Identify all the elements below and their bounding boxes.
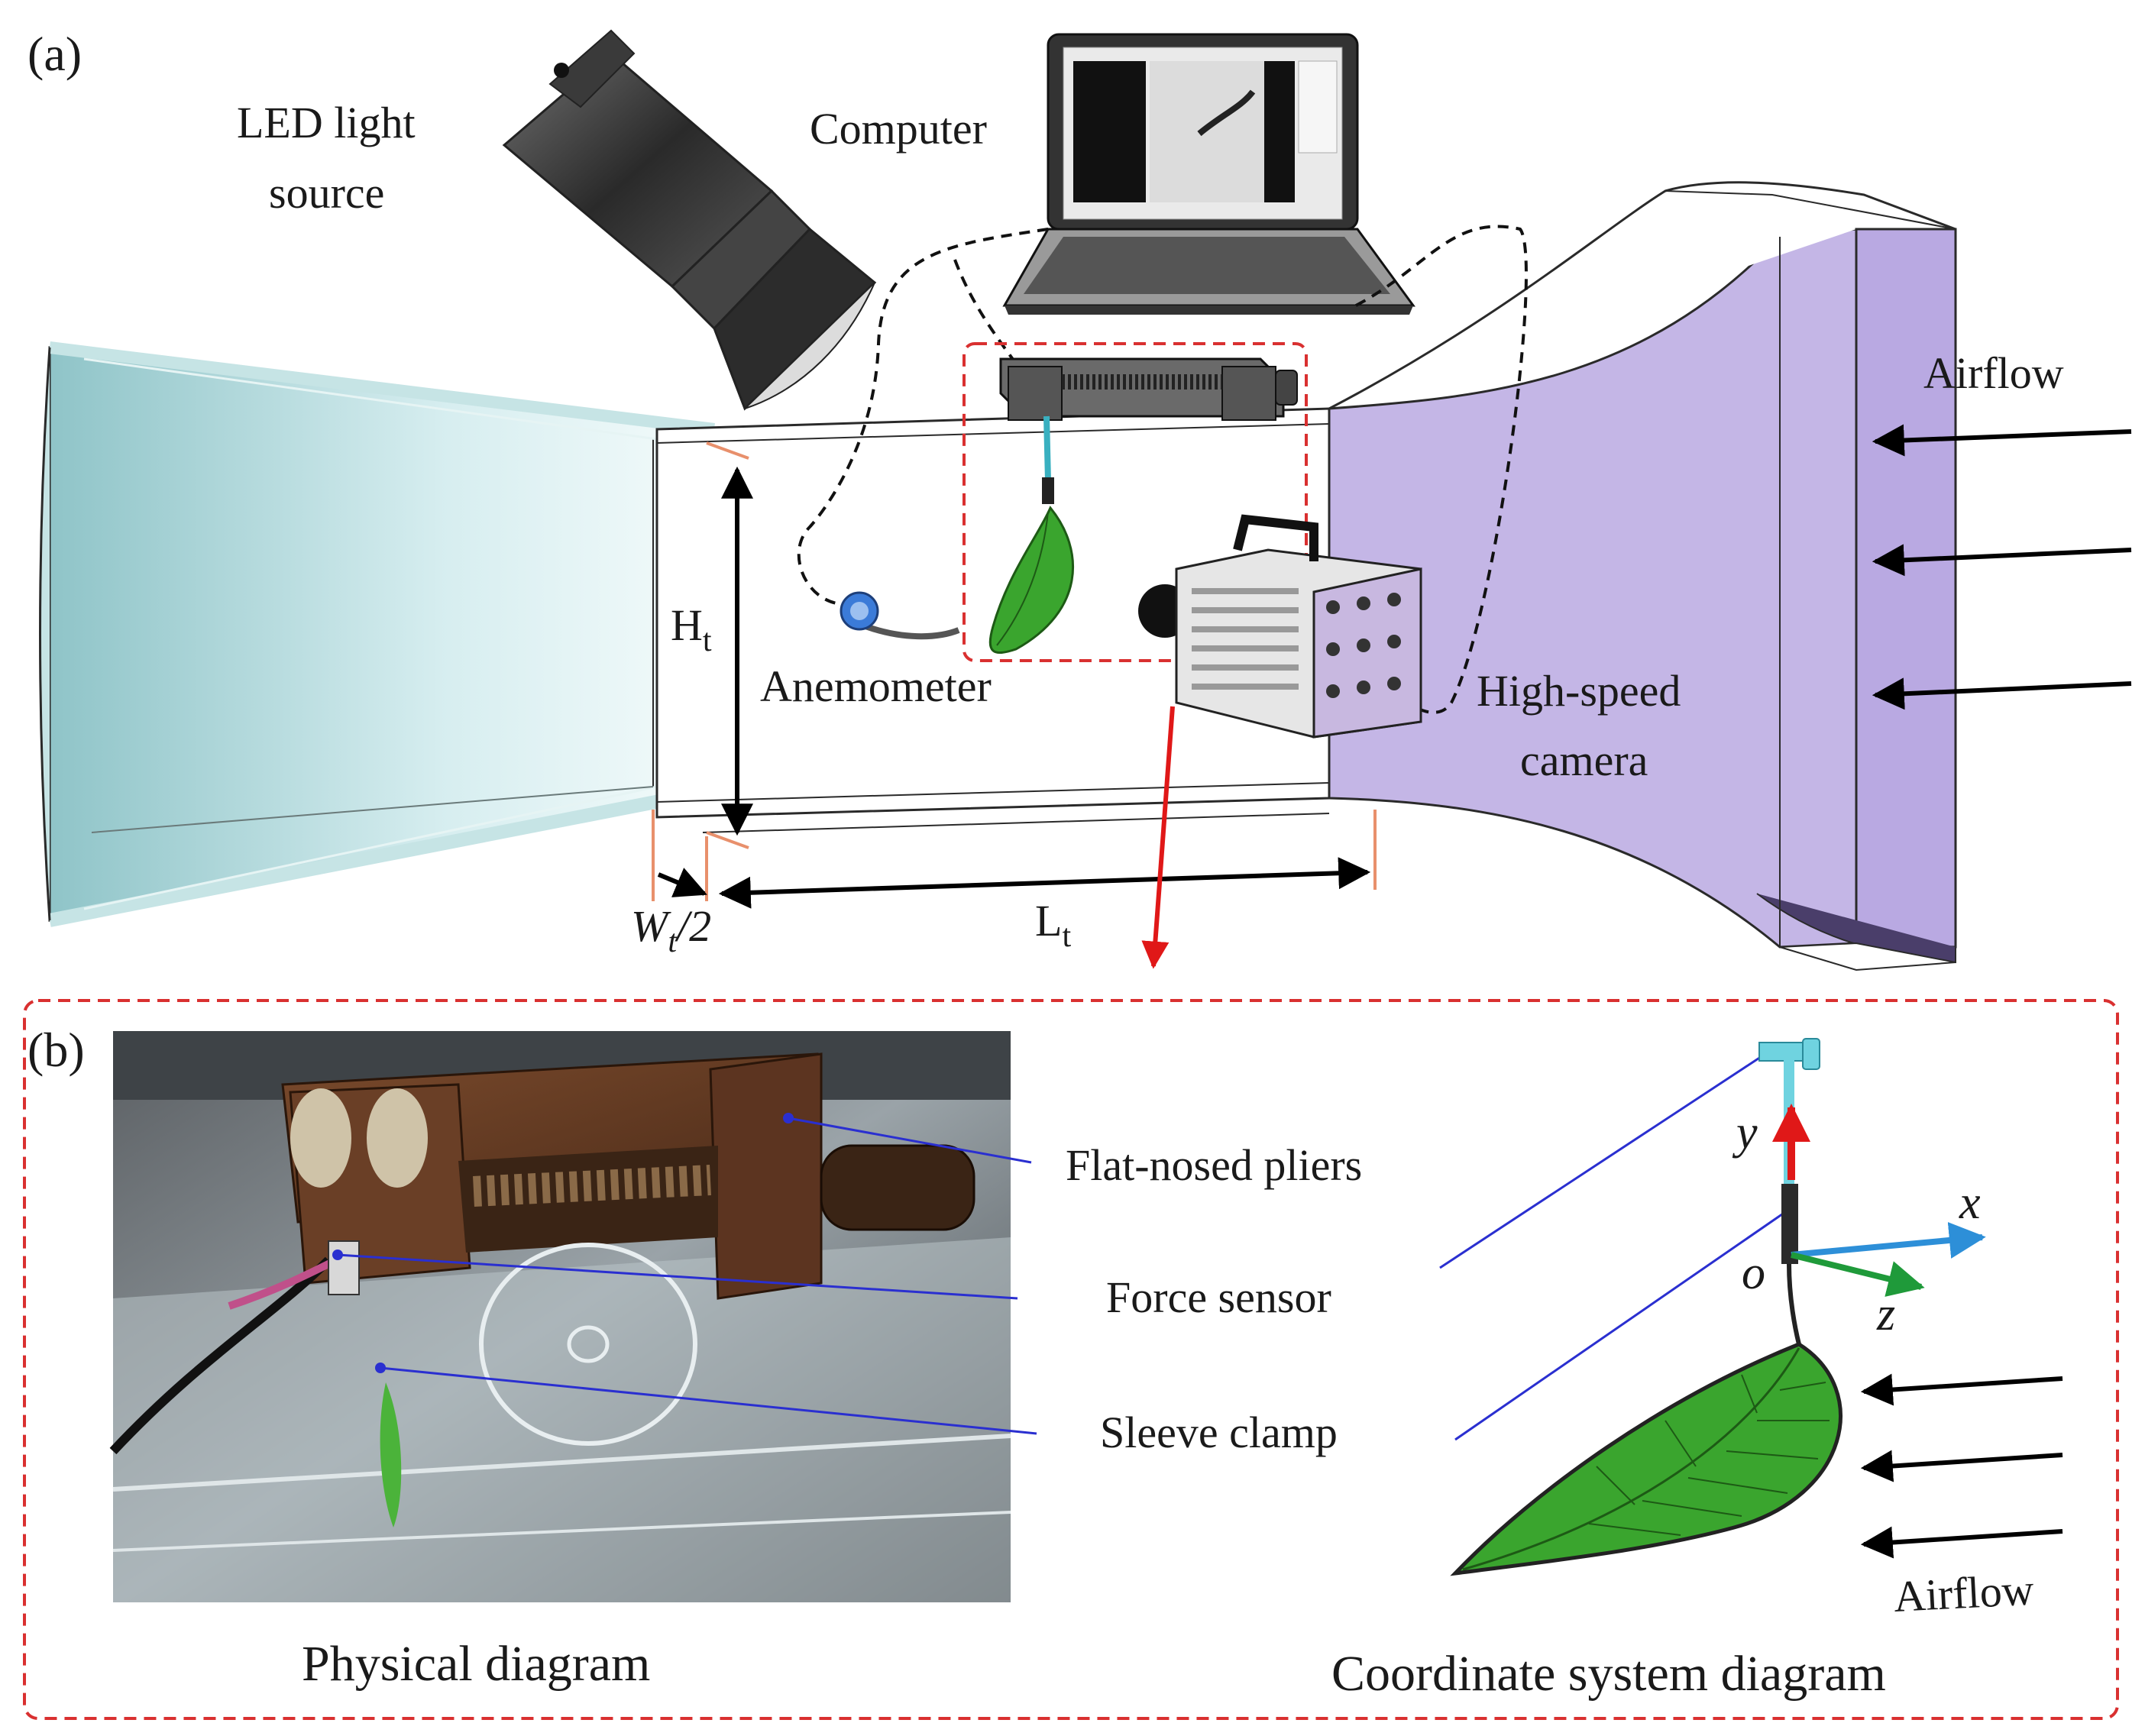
test-region-highlight [962,342,1308,662]
panel-b-frame [23,999,2119,1720]
diffuser-section [1328,181,1957,971]
contraction-section [39,341,716,927]
width-label: Wt/2 [631,901,711,959]
zoom-arrow [1141,706,1175,969]
camera-label-line2: camera [1520,735,1648,785]
vise-model [999,357,1298,504]
led-label-line1: LED light [237,98,416,147]
axis-z-label: z [1876,1288,1895,1340]
airflow-arrows-b [1860,1373,2063,1559]
axis-o-label: o [1742,1247,1765,1299]
force-sensor-label: Force sensor [1106,1272,1331,1322]
airflow-arrows-a [1872,424,2132,710]
led-label-line2: source [269,168,384,218]
coordinate-diagram-caption: Coordinate system diagram [1331,1646,1886,1702]
coordinate-diagram [1450,1038,1986,1576]
leaf-model-a [988,506,1074,654]
led-light-source [502,29,877,411]
physical-photo [109,1031,1011,1602]
panel-a-tag: (a) [28,27,82,81]
airflow-label-b: Airflow [1892,1564,2035,1621]
dimension-arrows [657,466,1371,909]
axis-x-label: x [1959,1177,1981,1229]
leader-lines [337,1049,1788,1441]
camera-label-line1: High-speed [1477,666,1681,716]
sleeve-clamp-label: Sleeve clamp [1100,1408,1338,1457]
axis-y-label: y [1732,1107,1758,1159]
data-cables [797,225,1528,714]
length-label: Lt [1035,896,1071,954]
anemometer-label: Anemometer [760,661,992,711]
anemometer [840,591,960,640]
airflow-label-a: Airflow [1923,348,2064,398]
computer-label: Computer [810,104,987,154]
physical-diagram-caption: Physical diagram [302,1636,650,1692]
panel-b-tag: (b) [28,1023,85,1077]
height-label: Ht [671,600,712,658]
flat-pliers-label: Flat-nosed pliers [1066,1140,1362,1190]
laptop-computer [1002,33,1415,315]
high-speed-camera [1138,514,1422,739]
